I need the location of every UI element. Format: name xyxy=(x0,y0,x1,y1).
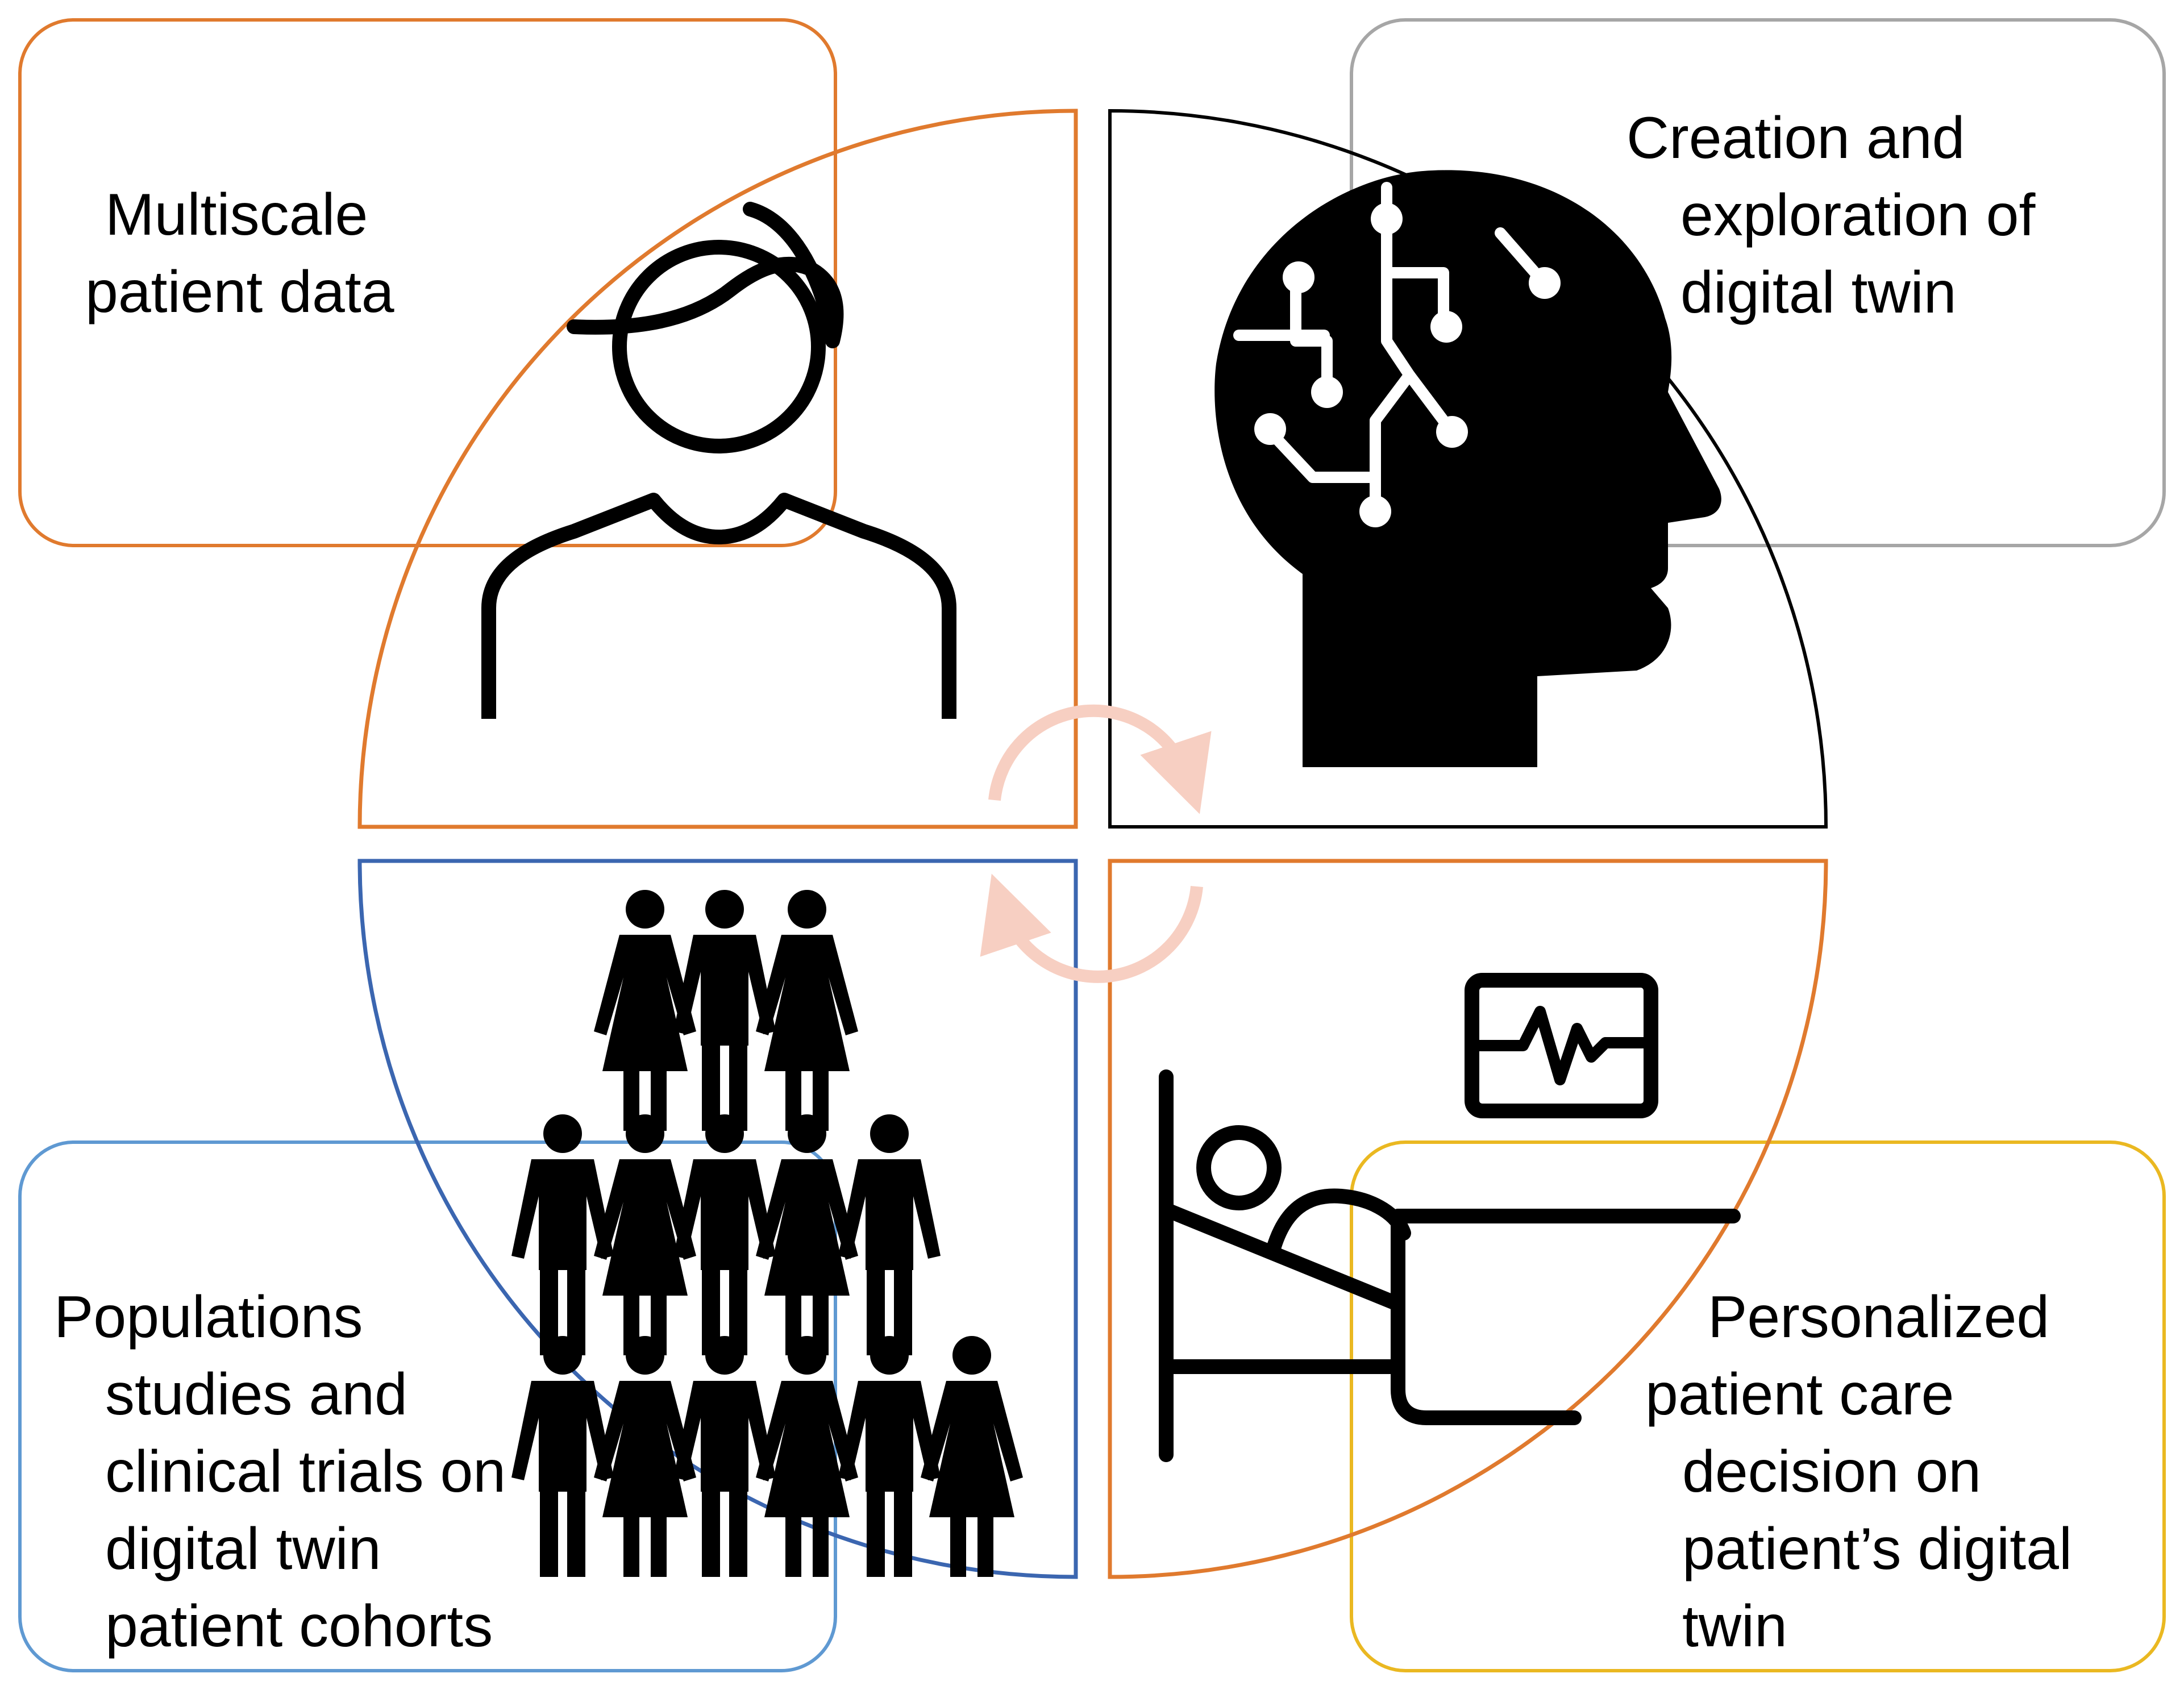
patient-care-label: Personalized patient care decision on pa… xyxy=(1645,1279,2072,1665)
label-line: patient cohorts xyxy=(105,1593,493,1659)
patient-care-box xyxy=(1350,1140,2166,1672)
person-icon xyxy=(481,202,956,719)
woman-figure xyxy=(756,1114,858,1355)
woman-figure xyxy=(594,1114,696,1355)
patient-care-quadrant xyxy=(1108,859,1828,1579)
man-figure xyxy=(511,1336,614,1577)
label-line: clinical trials on xyxy=(105,1439,506,1505)
label-line: Personalized xyxy=(1708,1284,2050,1350)
hospital-bed-icon xyxy=(1159,973,1741,1462)
population-label: Populations studies and clinical trials … xyxy=(54,1279,506,1665)
label-line: studies and xyxy=(105,1362,407,1427)
patient-data-label: Multiscale patient data xyxy=(85,176,394,331)
man-figure xyxy=(673,1336,776,1577)
cycle-arrows-icon xyxy=(980,704,1212,983)
ai-head-icon xyxy=(1214,170,1721,768)
man-figure xyxy=(511,1114,614,1355)
label-line: digital twin xyxy=(105,1516,381,1582)
label-line: Multiscale xyxy=(105,182,368,248)
label-line: patient data xyxy=(85,259,394,325)
label-line: patient care xyxy=(1645,1362,1954,1427)
man-figure xyxy=(673,890,776,1131)
label-line: twin xyxy=(1682,1593,1787,1659)
label-line: Populations xyxy=(54,1284,363,1350)
population-quadrant xyxy=(357,859,1078,1579)
woman-figure xyxy=(921,1336,1023,1577)
label-line: patient’s digital xyxy=(1682,1516,2073,1582)
man-figure xyxy=(673,1114,776,1355)
patient-data-quadrant xyxy=(357,109,1078,829)
label-line: exploration of xyxy=(1680,182,2036,248)
label-line: decision on xyxy=(1682,1439,1982,1505)
woman-figure xyxy=(756,1336,858,1577)
woman-figure xyxy=(756,890,858,1131)
label-line: digital twin xyxy=(1680,260,1957,326)
woman-figure xyxy=(594,1336,696,1577)
cycle-arrow-bottom xyxy=(980,873,1203,983)
label-line: Creation and xyxy=(1626,105,1965,171)
crowd-icon xyxy=(511,890,1023,1577)
man-figure xyxy=(838,1336,941,1577)
man-figure xyxy=(838,1114,941,1355)
cycle-arrow-top xyxy=(988,704,1212,814)
digital-twin-label: Creation and exploration of digital twin xyxy=(1626,99,2035,331)
